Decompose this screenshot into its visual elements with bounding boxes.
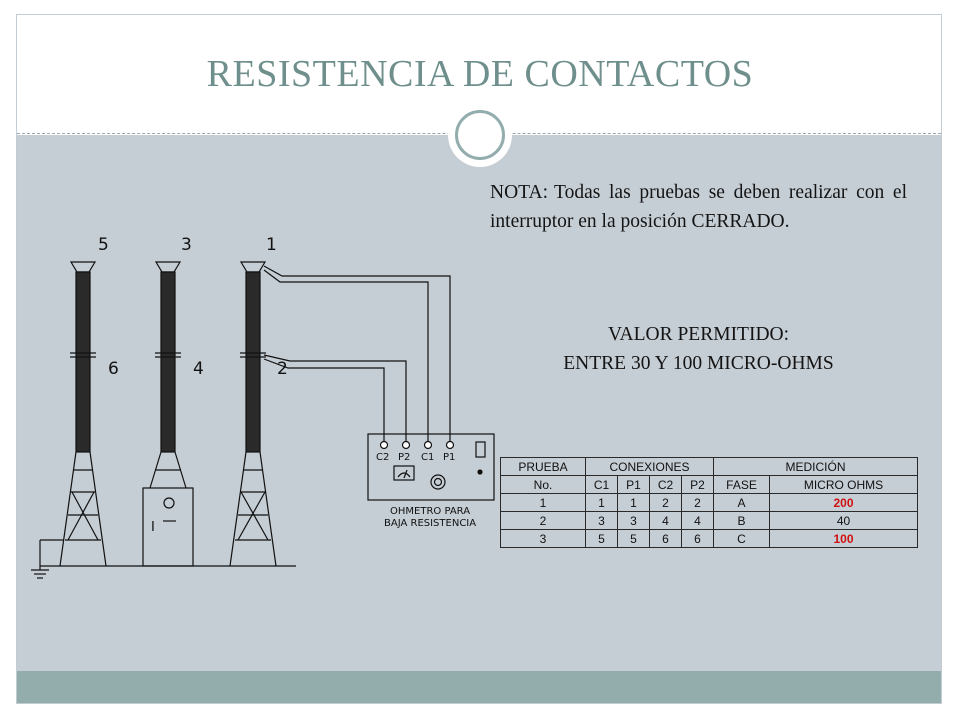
terminal-label-p2: P2	[398, 452, 410, 463]
cell-p1: 5	[617, 529, 650, 548]
cell-p2: 6	[681, 529, 714, 548]
terminal-label-c1: C1	[421, 452, 434, 463]
cabinet-label: I	[151, 520, 155, 535]
col-no: No.	[500, 475, 586, 494]
col-p1: P1	[617, 475, 650, 494]
pole-label-5: 5	[98, 235, 109, 255]
table-group-header-row: PRUEBA CONEXIONES MEDICIÓN	[500, 457, 918, 476]
col-p2: P2	[681, 475, 714, 494]
note-label: NOTA:	[490, 182, 549, 203]
control-cabinet	[142, 487, 194, 567]
cell-p1: 1	[617, 493, 650, 512]
col-micro-ohms: MICRO OHMS	[769, 475, 918, 494]
pole-label-6: 6	[108, 359, 119, 379]
cell-c2: 4	[649, 511, 682, 530]
cell-no: 2	[500, 511, 586, 530]
terminal-c1-icon	[423, 440, 433, 450]
terminal-p2-icon	[401, 440, 411, 450]
table-row: 1 1 1 2 2 A 200	[500, 493, 918, 512]
power-switch-icon	[475, 441, 486, 458]
cell-c1: 5	[585, 529, 618, 548]
cell-fase: A	[713, 493, 770, 512]
pole-1-2	[229, 261, 277, 567]
cell-c1: 1	[585, 493, 618, 512]
table-row: 2 3 3 4 4 B 40	[500, 511, 918, 530]
cell-p2: 2	[681, 493, 714, 512]
cell-p1: 3	[617, 511, 650, 530]
cell-no: 3	[500, 529, 586, 548]
allowed-value: VALOR PERMITIDO: ENTRE 30 Y 100 MICRO-OH…	[490, 320, 907, 378]
pole-label-2: 2	[277, 359, 288, 379]
header-medicion: MEDICIÓN	[713, 457, 918, 476]
footer-bar	[17, 671, 941, 703]
pole-label-3: 3	[181, 235, 192, 255]
cell-no: 1	[500, 493, 586, 512]
ohmmeter-box	[367, 433, 495, 501]
terminal-label-c2: C2	[376, 452, 389, 463]
note-text: NOTA:Todas las pruebas se deben realizar…	[490, 178, 907, 236]
ohmmeter-label-2: BAJA RESISTENCIA	[384, 518, 476, 529]
cell-fase: C	[713, 529, 770, 548]
ground-icon	[31, 566, 49, 579]
test-leads	[263, 265, 451, 442]
allowed-line-1: VALOR PERMITIDO:	[607, 324, 790, 345]
table-row: 3 5 5 6 6 C 100	[500, 529, 918, 548]
indicator-icon	[477, 469, 483, 475]
cell-fase: B	[713, 511, 770, 530]
terminal-c2-icon	[379, 440, 389, 450]
cell-p2: 4	[681, 511, 714, 530]
cell-c1: 3	[585, 511, 618, 530]
test-results-table: PRUEBA CONEXIONES MEDICIÓN No. C1 P1 C2 …	[500, 457, 918, 548]
header-conexiones: CONEXIONES	[585, 457, 714, 476]
terminal-label-p1: P1	[443, 452, 455, 463]
col-fase: FASE	[713, 475, 770, 494]
col-c1: C1	[585, 475, 618, 494]
note-body: Todas las pruebas se deben realizar con …	[490, 182, 907, 232]
pole-3-4	[142, 261, 194, 567]
slide-frame	[16, 14, 942, 704]
header-prueba: PRUEBA	[500, 457, 586, 476]
ohmmeter-label-1: OHMETRO PARA	[390, 506, 470, 517]
pole-5-6	[59, 261, 107, 567]
pole-label-1: 1	[266, 235, 277, 255]
slide-title: RESISTENCIA DE CONTACTOS	[206, 53, 754, 95]
cell-micro-ohms: 200	[769, 493, 918, 512]
cell-c2: 6	[649, 529, 682, 548]
table-header-row: No. C1 P1 C2 P2 FASE MICRO OHMS	[500, 475, 918, 494]
knob-icon	[430, 474, 446, 490]
gauge-icon	[393, 465, 415, 481]
cell-micro-ohms: 100	[769, 529, 918, 548]
pole-label-4: 4	[193, 359, 204, 379]
allowed-line-2: ENTRE 30 Y 100 MICRO-OHMS	[563, 353, 834, 374]
cell-c2: 2	[649, 493, 682, 512]
terminal-p1-icon	[445, 440, 455, 450]
ring-icon	[455, 110, 505, 160]
cell-micro-ohms: 40	[769, 511, 918, 530]
col-c2: C2	[649, 475, 682, 494]
